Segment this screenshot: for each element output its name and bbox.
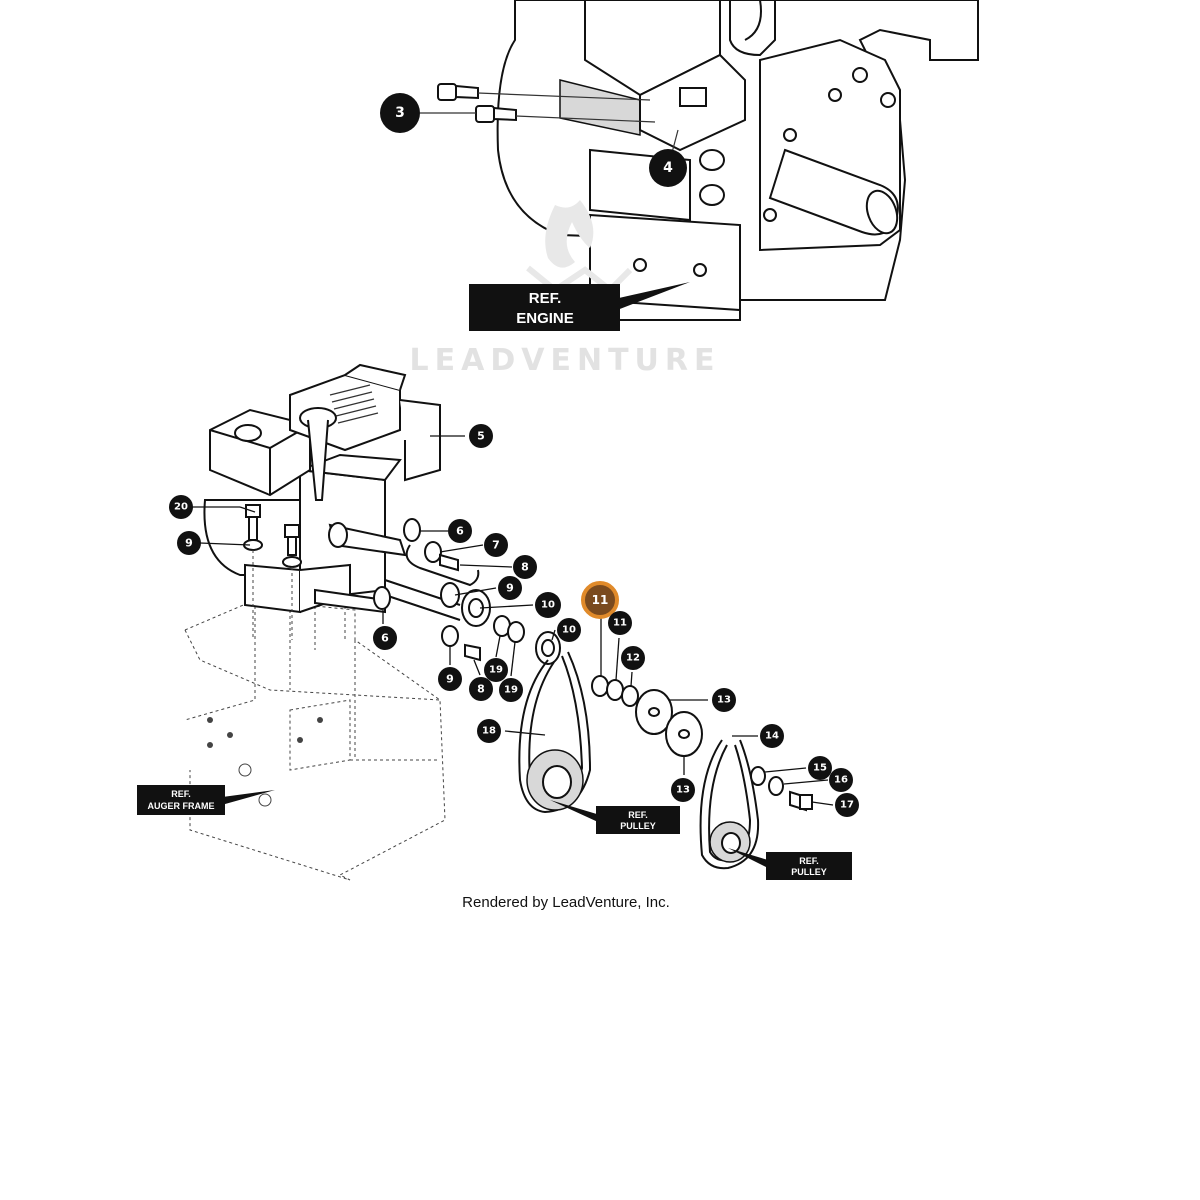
callout-9-bottom-text: 9 [446, 673, 454, 686]
ref-pulley2-line1: REF. [799, 856, 819, 866]
callout-8-top-text: 8 [521, 561, 529, 574]
callout-11-highlighted-text: 11 [592, 593, 609, 607]
callout-5[interactable]: 5 [469, 424, 493, 448]
callout-13-top-text: 13 [717, 695, 731, 706]
ref-auger-frame-label: REF. AUGER FRAME [137, 785, 225, 815]
callout-10-top-text: 10 [541, 600, 555, 611]
callout-4[interactable]: 4 [649, 149, 687, 187]
callout-14[interactable]: 14 [760, 724, 784, 748]
callout-3-text: 3 [395, 105, 405, 121]
callout-9-left-text: 9 [185, 537, 193, 550]
ref-engine-line2: ENGINE [516, 310, 574, 327]
callout-4-text: 4 [663, 160, 673, 176]
callout-17-text: 17 [840, 800, 854, 811]
callout-20[interactable]: 20 [169, 495, 193, 519]
callout-12[interactable]: 12 [621, 646, 645, 670]
drive-parts-drawing [215, 518, 813, 870]
callout-19-top[interactable]: 19 [484, 658, 508, 682]
callout-19-bottom[interactable]: 19 [499, 678, 523, 702]
callout-7-text: 7 [492, 539, 500, 552]
callout-18-text: 18 [482, 726, 496, 737]
callout-13-bottom-text: 13 [676, 785, 690, 796]
callout-17[interactable]: 17 [835, 793, 859, 817]
credit-text: Rendered by LeadVenture, Inc. [462, 894, 670, 911]
auger-frame-drawing [184, 599, 446, 881]
callout-14-text: 14 [765, 731, 779, 742]
bolt-3a [437, 83, 479, 101]
callout-8-top[interactable]: 8 [513, 555, 537, 579]
callout-6-top-text: 6 [456, 525, 464, 538]
callout-9-mid-text: 9 [506, 582, 514, 595]
ref-pulley-label-1: REF. PULLEY [596, 806, 680, 834]
callout-11-text: 11 [613, 618, 627, 629]
ref-auger-line1: REF. [171, 789, 191, 799]
callout-19-bottom-text: 19 [504, 685, 518, 696]
callout-3[interactable]: 3 [380, 93, 420, 133]
callout-15-text: 15 [813, 763, 827, 774]
callout-10-bottom-text: 10 [562, 625, 576, 636]
callout-9-bottom[interactable]: 9 [438, 667, 462, 691]
ref-engine-line1: REF. [529, 290, 562, 307]
callout-15[interactable]: 15 [808, 756, 832, 780]
bolt-3b [475, 105, 517, 123]
engine-top-drawing [420, 0, 979, 321]
callout-16[interactable]: 16 [829, 768, 853, 792]
callout-19-top-text: 19 [489, 665, 503, 676]
callout-9-left[interactable]: 9 [177, 531, 201, 555]
callout-9-mid[interactable]: 9 [498, 576, 522, 600]
callout-12-text: 12 [626, 653, 640, 664]
callout-10-top[interactable]: 10 [535, 592, 561, 618]
callout-10-bottom[interactable]: 10 [557, 618, 581, 642]
callout-8-bottom[interactable]: 8 [469, 677, 493, 701]
callout-5-text: 5 [477, 430, 485, 443]
ref-pulley1-line2: PULLEY [620, 821, 656, 831]
callout-7[interactable]: 7 [484, 533, 508, 557]
callout-18[interactable]: 18 [477, 719, 501, 743]
callout-6-bottom-text: 6 [381, 632, 389, 645]
ref-pulley-label-2: REF. PULLEY [766, 852, 852, 880]
leader-lines [180, 435, 834, 806]
callout-layer: 3 4 5 20 9 6 7 [169, 93, 859, 817]
callout-6-top[interactable]: 6 [448, 519, 472, 543]
callout-20-text: 20 [174, 502, 188, 513]
ref-pulley1-line1: REF. [628, 810, 648, 820]
ref-auger-line2: AUGER FRAME [148, 801, 215, 811]
ref-pulley2-line2: PULLEY [791, 867, 827, 877]
engine-lower-drawing [203, 363, 441, 640]
callout-13-bottom[interactable]: 13 [671, 778, 695, 802]
callout-8-bottom-text: 8 [477, 683, 485, 696]
callout-6-bottom[interactable]: 6 [373, 626, 397, 650]
callout-13-top[interactable]: 13 [712, 688, 736, 712]
callout-16-text: 16 [834, 775, 848, 786]
ref-engine-label: REF. ENGINE [469, 284, 620, 331]
callout-11[interactable]: 11 [608, 611, 632, 635]
watermark-text: LEADVENTURE [410, 343, 721, 378]
callout-11-highlighted[interactable]: 11 [581, 581, 619, 619]
